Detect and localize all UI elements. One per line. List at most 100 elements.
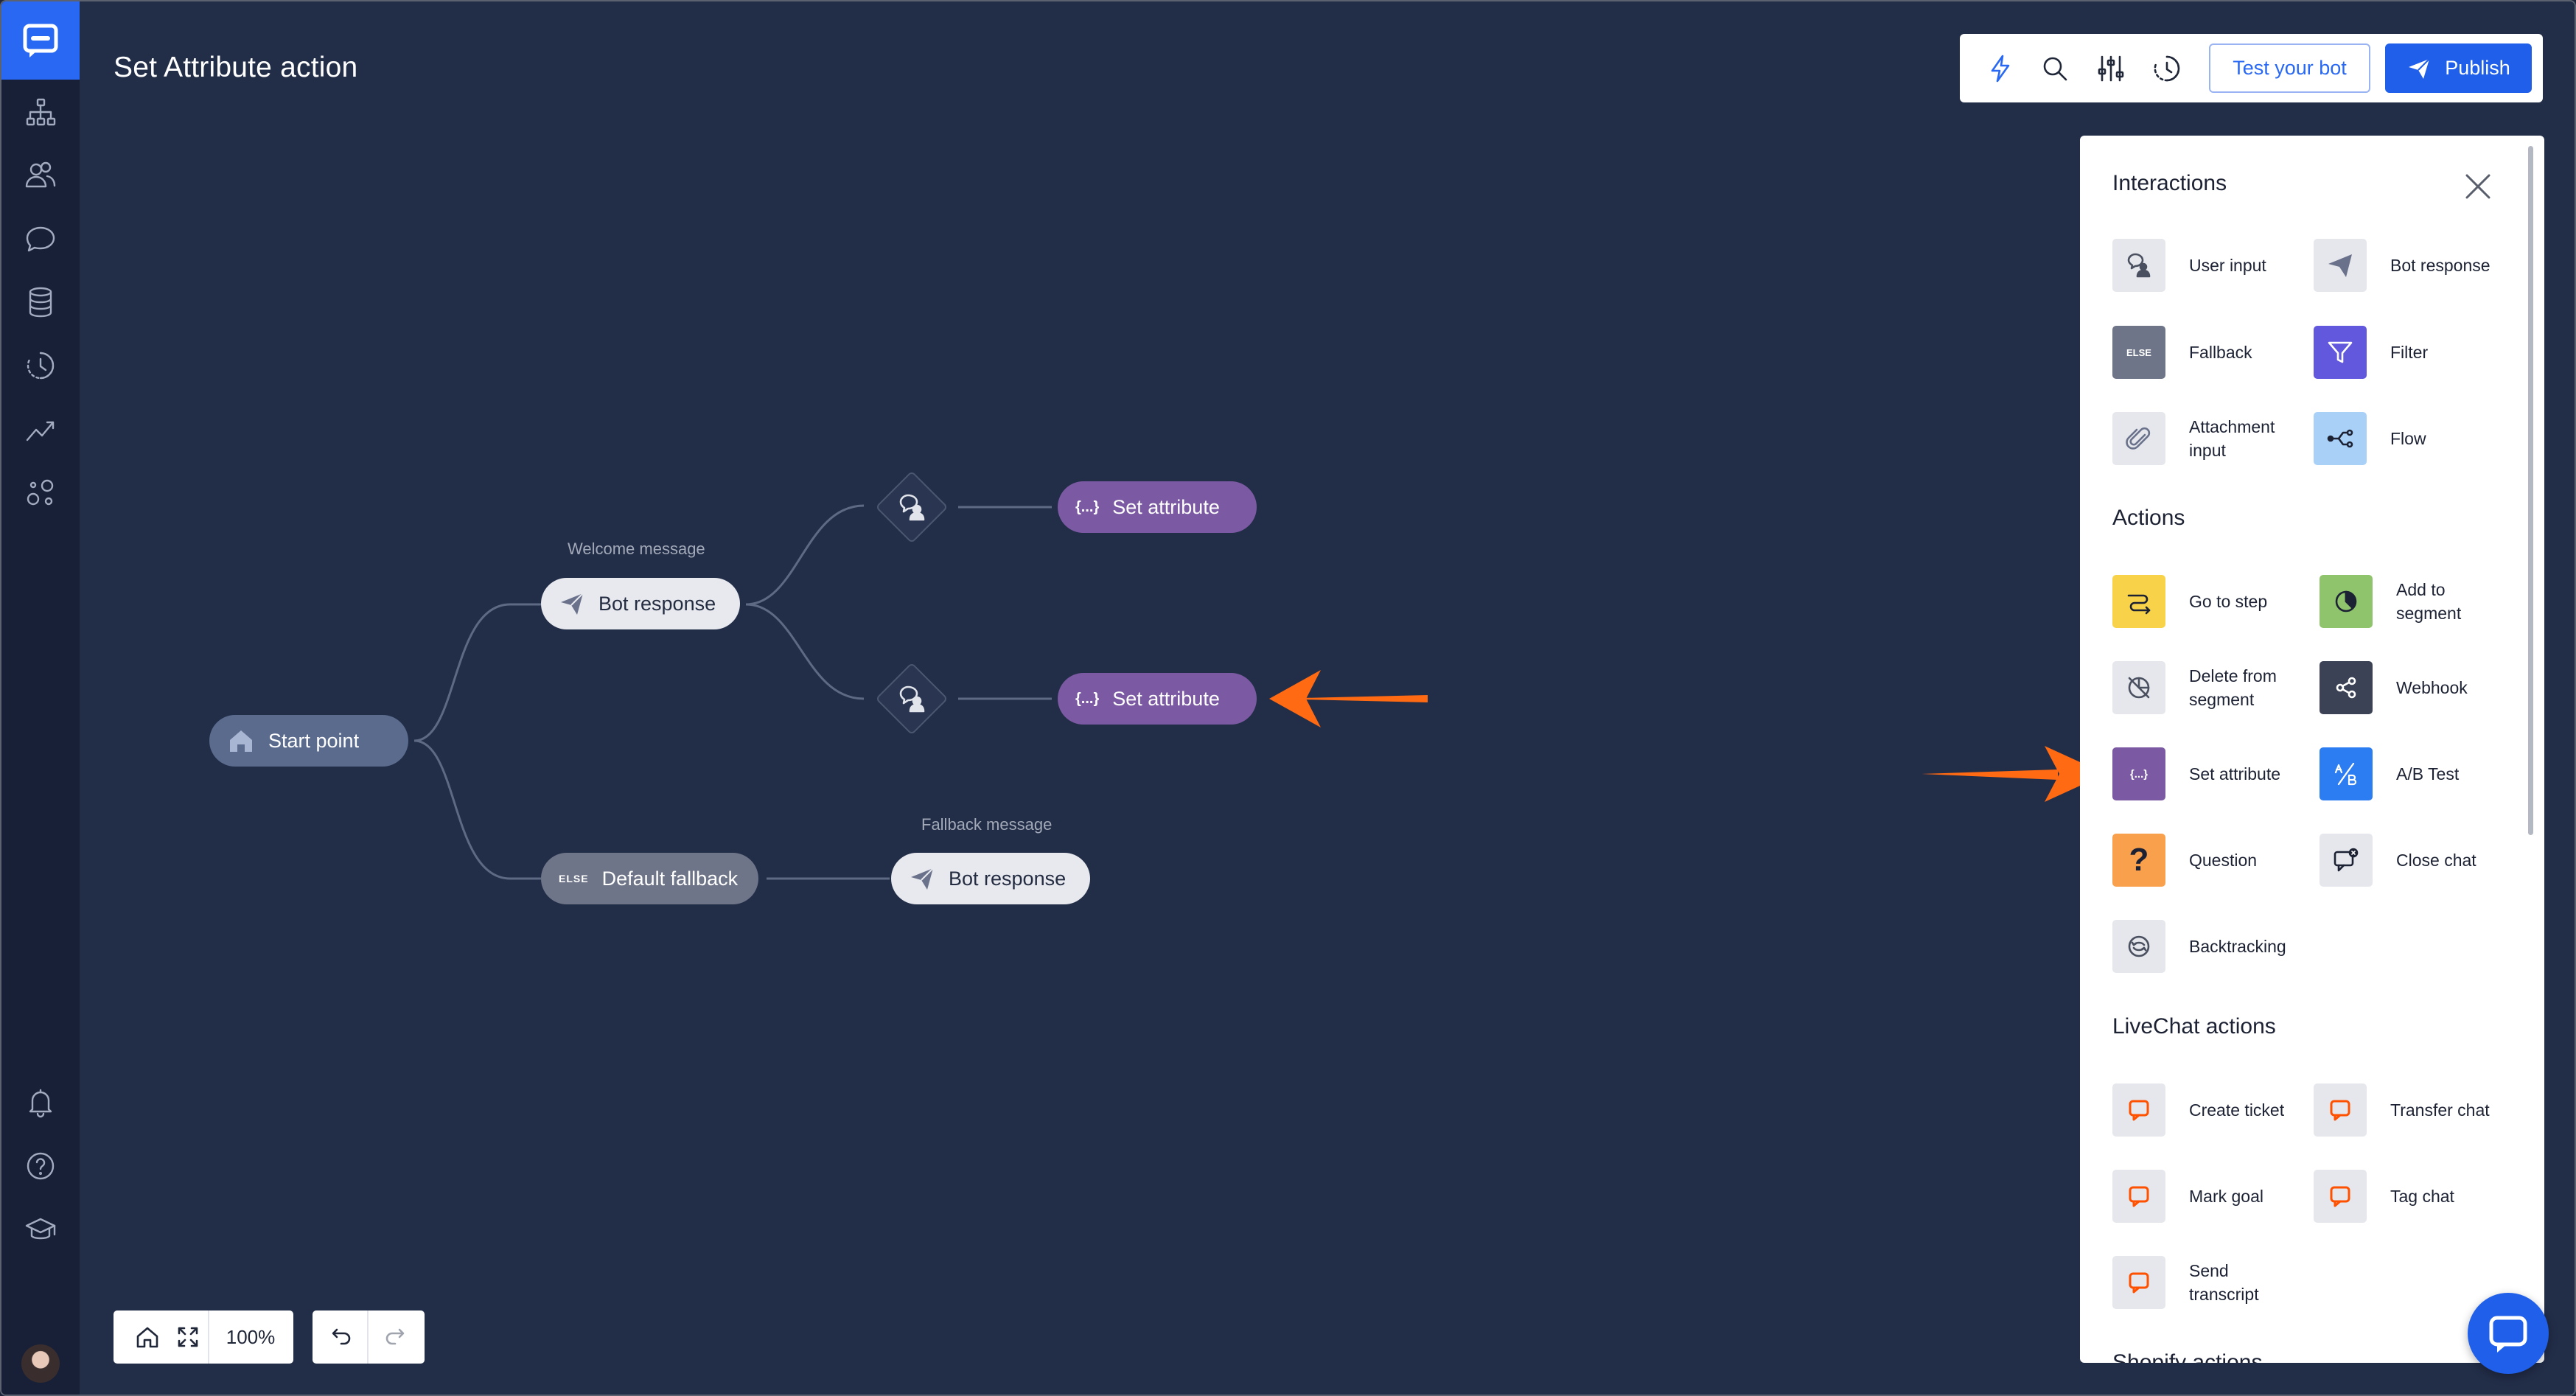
default-fallback-label: Default fallback bbox=[601, 867, 739, 890]
bot-response-label: Bot response bbox=[2390, 256, 2491, 275]
else-badge: ELSE bbox=[2126, 346, 2151, 358]
go-to-step-label: Go to step bbox=[2189, 592, 2268, 611]
users-icon[interactable] bbox=[20, 155, 61, 196]
send-icon bbox=[561, 593, 584, 615]
backtracking-item[interactable]: Backtracking bbox=[2112, 918, 2304, 974]
question-item[interactable]: ? Question bbox=[2112, 832, 2304, 888]
close-chat-icon bbox=[2320, 834, 2373, 887]
bot-response-label: Bot response bbox=[598, 592, 716, 615]
delete-from-segment-label: Delete from segment bbox=[2189, 666, 2277, 709]
send-icon bbox=[2314, 239, 2367, 292]
livechat-icon bbox=[2112, 1170, 2165, 1223]
send-transcript-label: Send transcript bbox=[2189, 1261, 2259, 1304]
test-bot-button[interactable]: Test your bot bbox=[2209, 43, 2370, 93]
search-icon[interactable] bbox=[2036, 50, 2073, 87]
question-badge: ? bbox=[2129, 842, 2149, 878]
flow-item[interactable]: Flow bbox=[2314, 411, 2505, 467]
goto-icon bbox=[2112, 575, 2165, 628]
flow-icon[interactable] bbox=[20, 91, 61, 133]
user-input-label: User input bbox=[2189, 256, 2266, 275]
set-attribute-node[interactable]: {...} Set attribute bbox=[1058, 481, 1257, 533]
bell-icon[interactable] bbox=[20, 1082, 61, 1123]
fallback-bot-response-node[interactable]: Bot response bbox=[891, 853, 1090, 904]
publish-label: Publish bbox=[2445, 57, 2510, 79]
fallback-item[interactable]: ELSE Fallback bbox=[2112, 324, 2304, 380]
set-attribute-node[interactable]: {...} Set attribute bbox=[1058, 673, 1257, 725]
filter-item[interactable]: Filter bbox=[2314, 324, 2505, 380]
create-ticket-label: Create ticket bbox=[2189, 1100, 2285, 1120]
send-icon bbox=[2409, 57, 2430, 79]
chats-icon[interactable] bbox=[20, 218, 61, 259]
else-icon: ELSE bbox=[2112, 326, 2165, 379]
add-to-segment-label: Add to segment bbox=[2396, 580, 2462, 623]
sliders-icon[interactable] bbox=[2092, 50, 2129, 87]
home-icon[interactable] bbox=[127, 1311, 168, 1364]
livechat-icon bbox=[2314, 1170, 2367, 1223]
transfer-chat-item[interactable]: Transfer chat bbox=[2314, 1082, 2505, 1138]
set-attribute-label: Set attribute bbox=[1112, 495, 1220, 518]
set-attribute-badge: {...} bbox=[2129, 767, 2149, 781]
send-transcript-item[interactable]: Send transcript bbox=[2112, 1254, 2304, 1311]
undo-icon[interactable] bbox=[313, 1311, 369, 1364]
create-ticket-item[interactable]: Create ticket bbox=[2112, 1082, 2304, 1138]
history-icon[interactable] bbox=[20, 345, 61, 386]
bot-response-label: Bot response bbox=[949, 867, 1067, 890]
chat-widget-button[interactable] bbox=[2468, 1293, 2549, 1374]
go-to-step-item[interactable]: Go to step bbox=[2112, 573, 2304, 629]
fullscreen-icon[interactable] bbox=[168, 1311, 209, 1364]
integrations-icon[interactable] bbox=[20, 472, 61, 513]
redo-icon[interactable] bbox=[369, 1311, 425, 1364]
orange-arrow-canvas bbox=[1269, 670, 1428, 727]
tag-chat-item[interactable]: Tag chat bbox=[2314, 1168, 2505, 1224]
webhook-label: Webhook bbox=[2396, 678, 2468, 697]
webhook-item[interactable]: Webhook bbox=[2320, 660, 2511, 716]
ab-test-icon bbox=[2320, 747, 2373, 800]
academy-icon[interactable] bbox=[20, 1209, 61, 1250]
backtracking-icon bbox=[2112, 920, 2165, 973]
lightning-icon[interactable] bbox=[1982, 50, 2019, 87]
zoom-level[interactable]: 100% bbox=[226, 1325, 276, 1348]
publish-button[interactable]: Publish bbox=[2385, 43, 2532, 93]
history-icon[interactable] bbox=[2149, 50, 2185, 87]
start-point-label: Start point bbox=[268, 729, 360, 752]
start-point-node[interactable]: Start point bbox=[209, 715, 408, 767]
database-icon[interactable] bbox=[20, 282, 61, 323]
else-badge: ELSE bbox=[559, 873, 589, 884]
question-icon: ? bbox=[2112, 834, 2165, 887]
close-icon[interactable] bbox=[2461, 170, 2495, 203]
analytics-icon[interactable] bbox=[20, 408, 61, 450]
filter-icon bbox=[2314, 326, 2367, 379]
set-attribute-badge: {...} bbox=[1075, 690, 1100, 707]
user-input-item[interactable]: User input bbox=[2112, 237, 2304, 293]
default-fallback-node[interactable]: ELSE Default fallback bbox=[541, 853, 758, 904]
help-icon[interactable] bbox=[20, 1145, 61, 1187]
avatar[interactable] bbox=[21, 1344, 60, 1383]
livechat-icon bbox=[2112, 1083, 2165, 1137]
filter-label: Filter bbox=[2390, 343, 2429, 362]
set-attribute-label: Set attribute bbox=[1112, 687, 1220, 710]
bot-response-item[interactable]: Bot response bbox=[2314, 237, 2505, 293]
set-attribute-item[interactable]: {...} Set attribute bbox=[2112, 746, 2304, 802]
delete-from-segment-item[interactable]: Delete from segment bbox=[2112, 660, 2304, 716]
close-chat-item[interactable]: Close chat bbox=[2320, 832, 2511, 888]
livechat-actions-title: LiveChat actions bbox=[2112, 1014, 2276, 1039]
set-attribute-label: Set attribute bbox=[2189, 764, 2281, 783]
add-to-segment-item[interactable]: Add to segment bbox=[2320, 573, 2511, 629]
chat-icon bbox=[2489, 1316, 2527, 1353]
ab-test-item[interactable]: A/B Test bbox=[2320, 746, 2511, 802]
panel-scrollbar[interactable] bbox=[2528, 146, 2533, 835]
bot-response-node[interactable]: Bot response bbox=[541, 578, 740, 629]
question-label: Question bbox=[2189, 851, 2258, 870]
webhook-icon bbox=[2320, 661, 2373, 714]
mark-goal-item[interactable]: Mark goal bbox=[2112, 1168, 2304, 1224]
fallback-caption: Fallback message bbox=[921, 815, 1053, 834]
logo-icon[interactable] bbox=[1, 1, 80, 80]
livechat-icon bbox=[2112, 1256, 2165, 1309]
user-input-icon bbox=[886, 481, 938, 533]
flow-icon bbox=[2314, 412, 2367, 465]
user-input-icon bbox=[2112, 239, 2165, 292]
attachment-input-item[interactable]: Attachment input bbox=[2112, 411, 2304, 467]
sidebar bbox=[1, 1, 80, 1395]
user-input-icon bbox=[886, 673, 938, 725]
